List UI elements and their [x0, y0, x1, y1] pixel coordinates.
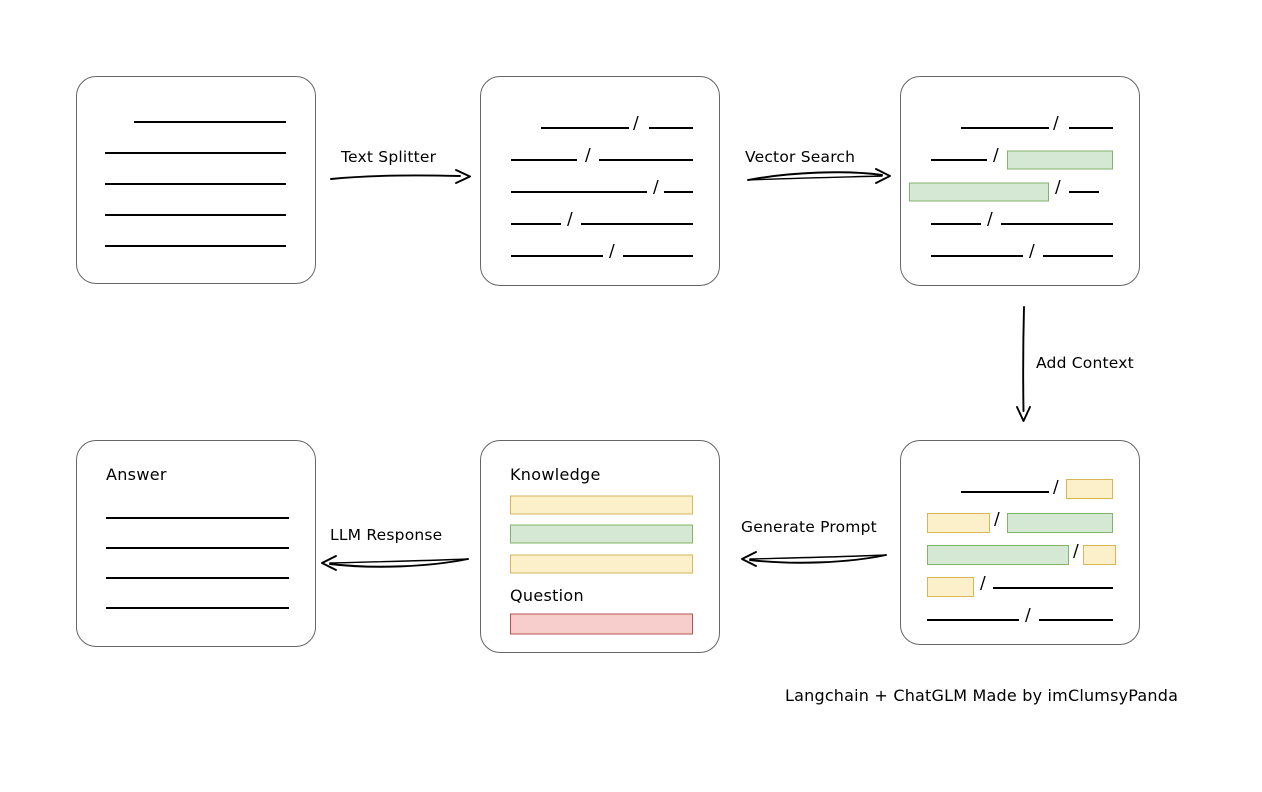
knowledge-chip-green[interactable] — [510, 524, 693, 544]
answer-line — [106, 607, 289, 609]
chunk-separator: / — [1053, 477, 1059, 498]
node-vector-matches[interactable]: / / / / / — [900, 76, 1140, 286]
edge-label-generate-prompt: Generate Prompt — [741, 518, 877, 536]
chunk-line — [1001, 223, 1113, 225]
knowledge-label: Knowledge — [510, 465, 601, 484]
edge-label-add-context: Add Context — [1036, 354, 1134, 372]
node-context-added[interactable]: / / / / / — [900, 440, 1140, 645]
chunk-line — [931, 159, 987, 161]
chunk-separator: / — [567, 209, 573, 230]
node-source-document[interactable] — [76, 76, 316, 284]
edge-label-llm-response: LLM Response — [330, 526, 443, 544]
chunk-line — [511, 223, 561, 225]
chunk-separator: / — [1025, 605, 1031, 626]
edge-arrow-add-context — [1016, 306, 1031, 422]
chunk-line — [993, 587, 1113, 589]
edge-label-vector-search: Vector Search — [745, 148, 856, 166]
edge-arrow-llm-response — [321, 555, 469, 571]
answer-line — [106, 577, 289, 579]
knowledge-chip-yellow[interactable] — [510, 554, 693, 574]
chunk-line — [599, 159, 693, 161]
chunk-separator: / — [653, 177, 659, 198]
edge-arrow-generate-prompt — [741, 551, 887, 567]
chunk-line — [541, 127, 629, 129]
chunk-separator: / — [633, 113, 639, 134]
chunk-line — [1043, 255, 1113, 257]
chunk-separator: / — [994, 509, 1000, 530]
context-chunk-highlight[interactable] — [1083, 545, 1116, 565]
chunk-line — [511, 159, 577, 161]
chunk-line — [511, 191, 647, 193]
chunk-separator: / — [1053, 113, 1059, 134]
answer-line — [106, 547, 289, 549]
context-chunk-highlight[interactable] — [927, 513, 990, 533]
edge-arrow-vector-search — [747, 168, 891, 184]
chunk-line — [623, 255, 693, 257]
answer-line — [106, 517, 289, 519]
document-line — [134, 121, 286, 123]
matched-chunk-highlight[interactable] — [1007, 513, 1113, 533]
context-chunk-highlight[interactable] — [927, 577, 974, 597]
chunk-separator: / — [980, 573, 986, 594]
chunk-line — [511, 255, 603, 257]
chunk-line — [961, 127, 1049, 129]
chunk-line — [1069, 127, 1113, 129]
edge-label-text-splitter: Text Splitter — [341, 148, 437, 166]
chunk-line — [927, 619, 1019, 621]
chunk-line — [664, 191, 693, 193]
chunk-line — [961, 491, 1049, 493]
chunk-separator: / — [609, 241, 615, 262]
matched-chunk-highlight[interactable] — [1007, 150, 1113, 170]
matched-chunk-highlight[interactable] — [909, 182, 1049, 202]
document-line — [105, 245, 286, 247]
question-chip-red[interactable] — [510, 613, 693, 635]
chunk-line — [931, 255, 1023, 257]
answer-label: Answer — [106, 465, 167, 484]
footer-credit: Langchain + ChatGLM Made by imClumsyPand… — [785, 686, 1179, 705]
chunk-separator: / — [1055, 177, 1061, 198]
knowledge-chip-yellow[interactable] — [510, 495, 693, 515]
chunk-line — [1039, 619, 1113, 621]
node-answer[interactable]: Answer — [76, 440, 316, 647]
chunk-line — [1069, 191, 1099, 193]
document-line — [105, 152, 286, 154]
document-line — [105, 214, 286, 216]
document-line — [105, 183, 286, 185]
chunk-separator: / — [993, 145, 999, 166]
matched-chunk-highlight[interactable] — [927, 545, 1069, 565]
chunk-line — [649, 127, 693, 129]
chunk-separator: / — [987, 209, 993, 230]
chunk-separator: / — [585, 145, 591, 166]
node-prompt[interactable]: Knowledge Question — [480, 440, 720, 653]
node-split-chunks[interactable]: / / / / / — [480, 76, 720, 286]
context-chunk-highlight[interactable] — [1066, 479, 1113, 499]
chunk-separator: / — [1073, 541, 1079, 562]
chunk-line — [931, 223, 981, 225]
question-label: Question — [510, 586, 584, 605]
chunk-separator: / — [1029, 241, 1035, 262]
edge-arrow-text-splitter — [330, 169, 471, 184]
chunk-line — [581, 223, 693, 225]
